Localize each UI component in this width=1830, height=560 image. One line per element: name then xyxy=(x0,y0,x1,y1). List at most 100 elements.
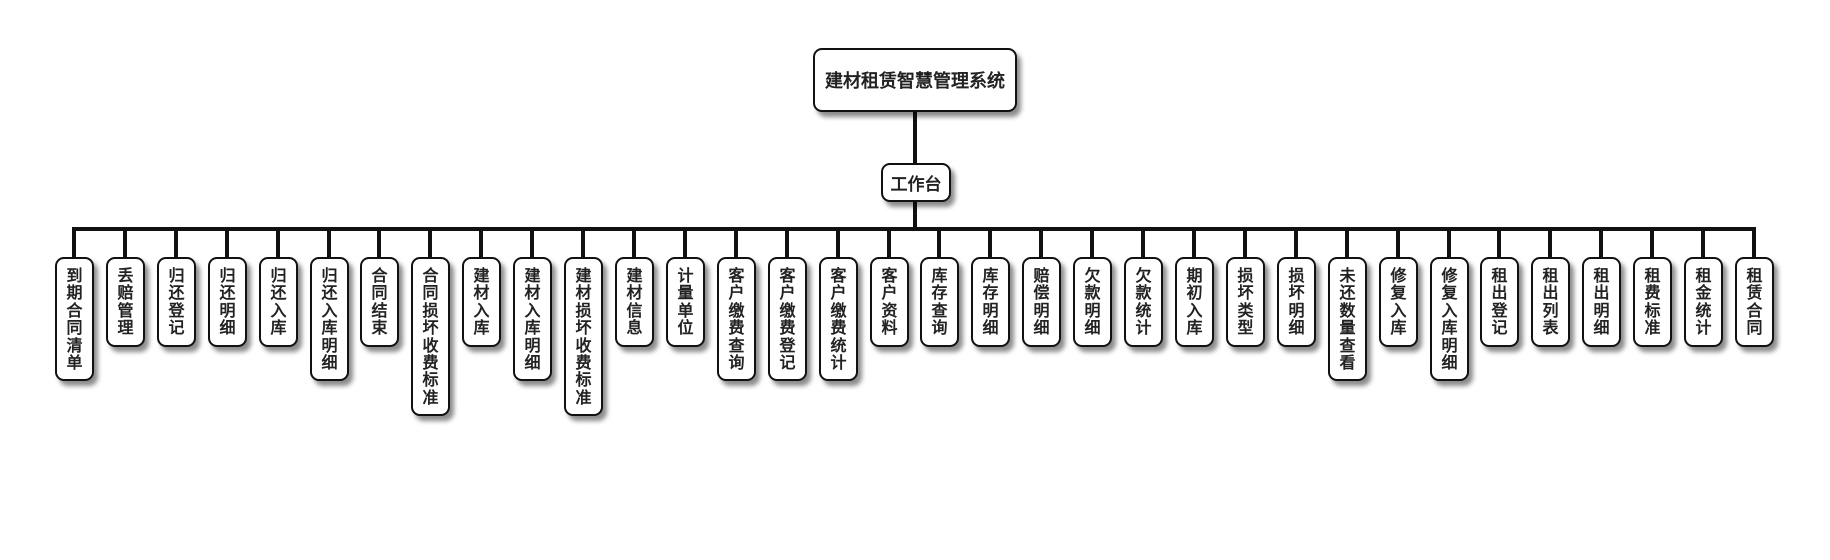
module-node-label: 损坏类型 xyxy=(1237,266,1254,338)
module-node-label: 未还数量查看 xyxy=(1339,266,1356,373)
module-node: 租赁合同 xyxy=(1735,257,1774,347)
connector-drop xyxy=(1447,227,1451,257)
module-node-label: 客户缴费登记 xyxy=(779,266,796,373)
module-node: 租出明细 xyxy=(1582,257,1621,347)
module-node: 客户缴费查询 xyxy=(717,257,756,382)
module-node: 建材损坏收费标准 xyxy=(564,257,603,417)
connector-drop xyxy=(123,227,127,257)
module-node-label: 租金统计 xyxy=(1695,266,1712,338)
module-node-label: 租赁合同 xyxy=(1746,266,1763,338)
connector-workbench-to-bus xyxy=(913,202,917,229)
module-node: 客户资料 xyxy=(870,257,909,347)
module-node: 归还登记 xyxy=(157,257,196,347)
connector-horizontal-bus xyxy=(72,227,1756,231)
module-node-label: 合同结束 xyxy=(371,266,388,338)
connector-drop xyxy=(1039,227,1043,257)
module-node: 库存明细 xyxy=(971,257,1010,347)
connector-drop xyxy=(174,227,178,257)
module-node-label: 丢赔管理 xyxy=(117,266,134,338)
connector-drop xyxy=(632,227,636,257)
connector-drop xyxy=(377,227,381,257)
module-node-label: 租费标准 xyxy=(1644,266,1661,338)
module-node-label: 客户资料 xyxy=(881,266,898,338)
module-node: 归还入库 xyxy=(259,257,298,347)
module-node-label: 库存明细 xyxy=(982,266,999,338)
connector-drop xyxy=(1650,227,1654,257)
module-node: 建材信息 xyxy=(615,257,654,347)
module-node: 租费标准 xyxy=(1633,257,1672,347)
connector-drop xyxy=(937,227,941,257)
workbench-node: 工作台 xyxy=(881,163,951,202)
module-node: 到期合同清单 xyxy=(55,257,94,382)
connector-drop xyxy=(683,227,687,257)
module-node-label: 合同损坏收费标准 xyxy=(422,266,439,407)
module-node: 合同结束 xyxy=(360,257,399,347)
module-node: 归还入库明细 xyxy=(310,257,349,382)
workbench-node-label: 工作台 xyxy=(890,175,942,195)
connector-drop xyxy=(1090,227,1094,257)
module-node: 欠款统计 xyxy=(1124,257,1163,347)
connector-drop xyxy=(225,227,229,257)
connector-drop xyxy=(327,227,331,257)
connector-drop xyxy=(1192,227,1196,257)
module-node-label: 期初入库 xyxy=(1186,266,1203,338)
module-node-label: 修复入库明细 xyxy=(1441,266,1458,373)
module-node-label: 计量单位 xyxy=(677,266,694,338)
connector-root-to-workbench xyxy=(913,112,917,163)
module-node-label: 欠款明细 xyxy=(1084,266,1101,338)
module-node: 租出登记 xyxy=(1480,257,1519,347)
module-node-label: 租出登记 xyxy=(1491,266,1508,338)
module-node: 客户缴费登记 xyxy=(768,257,807,382)
connector-drop xyxy=(1141,227,1145,257)
connector-drop xyxy=(1599,227,1603,257)
module-node: 损坏类型 xyxy=(1226,257,1265,347)
root-node-label: 建材租赁智慧管理系统 xyxy=(825,71,1005,92)
module-node: 修复入库 xyxy=(1379,257,1418,347)
module-node: 建材入库 xyxy=(462,257,501,347)
connector-drop xyxy=(988,227,992,257)
connector-drop xyxy=(72,227,76,257)
module-node: 库存查询 xyxy=(920,257,959,347)
connector-drop xyxy=(887,227,891,257)
module-node-label: 租出列表 xyxy=(1542,266,1559,338)
connector-drop xyxy=(530,227,534,257)
module-node-label: 归还入库明细 xyxy=(321,266,338,373)
module-node: 租出列表 xyxy=(1531,257,1570,347)
module-node: 租金统计 xyxy=(1684,257,1723,347)
module-node-label: 修复入库 xyxy=(1390,266,1407,338)
connector-drop xyxy=(428,227,432,257)
connector-drop xyxy=(1548,227,1552,257)
module-node: 计量单位 xyxy=(666,257,705,347)
module-node-label: 归还登记 xyxy=(168,266,185,338)
connector-drop xyxy=(1396,227,1400,257)
connector-drop xyxy=(1752,227,1756,257)
connector-drop xyxy=(1243,227,1247,257)
module-node-label: 到期合同清单 xyxy=(66,266,83,373)
connector-drop xyxy=(1497,227,1501,257)
module-node: 赔偿明细 xyxy=(1022,257,1061,347)
module-node: 丢赔管理 xyxy=(106,257,145,347)
connector-drop xyxy=(734,227,738,257)
module-node-label: 租出明细 xyxy=(1593,266,1610,338)
module-node: 欠款明细 xyxy=(1073,257,1112,347)
connector-drop xyxy=(1345,227,1349,257)
module-node-label: 欠款统计 xyxy=(1135,266,1152,338)
module-node-label: 客户缴费统计 xyxy=(830,266,847,373)
connector-drop xyxy=(1701,227,1705,257)
connector-drop xyxy=(836,227,840,257)
module-node-label: 库存查询 xyxy=(931,266,948,338)
module-node: 未还数量查看 xyxy=(1328,257,1367,382)
module-node-label: 建材入库明细 xyxy=(524,266,541,373)
connector-drop xyxy=(581,227,585,257)
module-node: 归还明细 xyxy=(208,257,247,347)
module-node: 损坏明细 xyxy=(1277,257,1316,347)
connector-drop xyxy=(276,227,280,257)
module-node: 期初入库 xyxy=(1175,257,1214,347)
module-node: 修复入库明细 xyxy=(1430,257,1469,382)
module-node-label: 建材入库 xyxy=(473,266,490,338)
root-node: 建材租赁智慧管理系统 xyxy=(813,48,1017,112)
connector-drop xyxy=(479,227,483,257)
module-node: 合同损坏收费标准 xyxy=(411,257,450,417)
connector-drop xyxy=(785,227,789,257)
connector-drop xyxy=(1294,227,1298,257)
